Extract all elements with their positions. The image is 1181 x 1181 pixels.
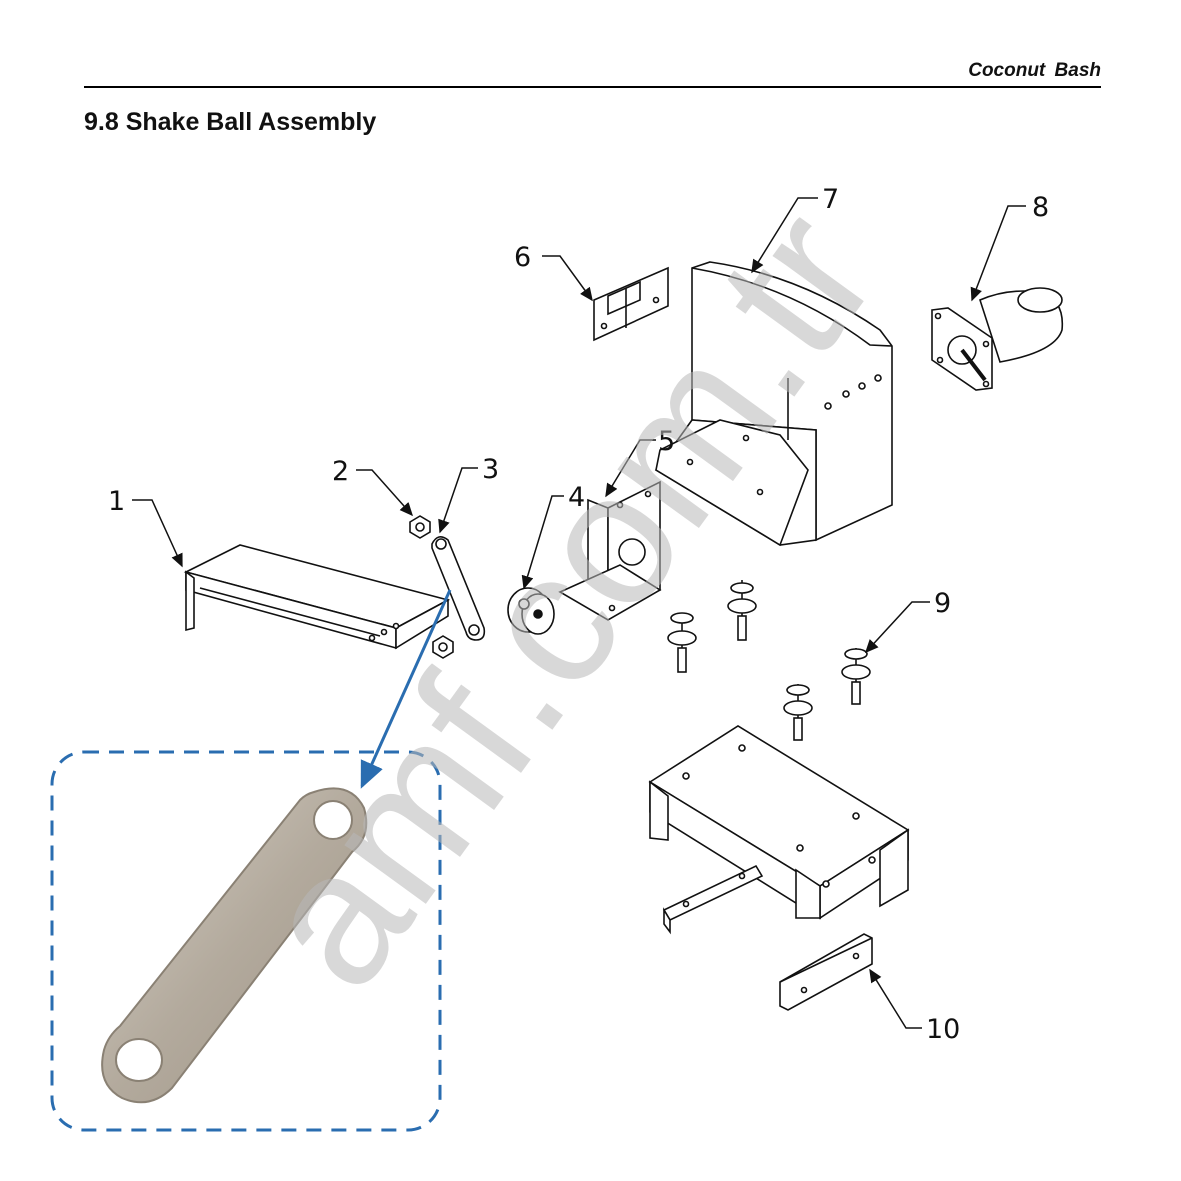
header-rule (84, 86, 1101, 88)
callout-3: 3 (482, 454, 499, 485)
part-1-tray (183, 544, 451, 650)
callout-2: 2 (332, 456, 349, 487)
part-8-motor (931, 287, 1064, 391)
callout-9: 9 (934, 588, 951, 619)
callout-8: 8 (1032, 192, 1049, 223)
part-4-cam-disc (507, 587, 555, 635)
callout-1: 1 (108, 486, 125, 517)
part-5-l-bracket (558, 480, 662, 621)
part-10-brackets (662, 864, 873, 1011)
mount-3 (783, 684, 813, 741)
callout-leaders (132, 197, 1026, 1029)
part-7-housing (654, 261, 893, 547)
part-3-link-bar (431, 536, 486, 641)
callout-10: 10 (926, 1014, 960, 1045)
callout-4: 4 (568, 482, 585, 513)
section-title: 9.8 Shake Ball Assembly (84, 108, 377, 136)
mount-2 (727, 580, 757, 641)
header-title: Coconut Bash (968, 60, 1101, 81)
part-9-mounts (667, 580, 871, 741)
callout-7: 7 (822, 184, 839, 215)
part-2-nuts (409, 515, 454, 659)
part-6-hinge (593, 266, 669, 342)
detail-pointer-arrow (360, 589, 452, 789)
callout-5: 5 (658, 426, 675, 457)
link-bar-detail-image (101, 787, 368, 1104)
mount-4 (841, 648, 871, 705)
mount-1 (667, 612, 697, 673)
detail-zoom-box (50, 750, 442, 1132)
callout-6: 6 (514, 242, 531, 273)
base-frame (648, 725, 910, 920)
